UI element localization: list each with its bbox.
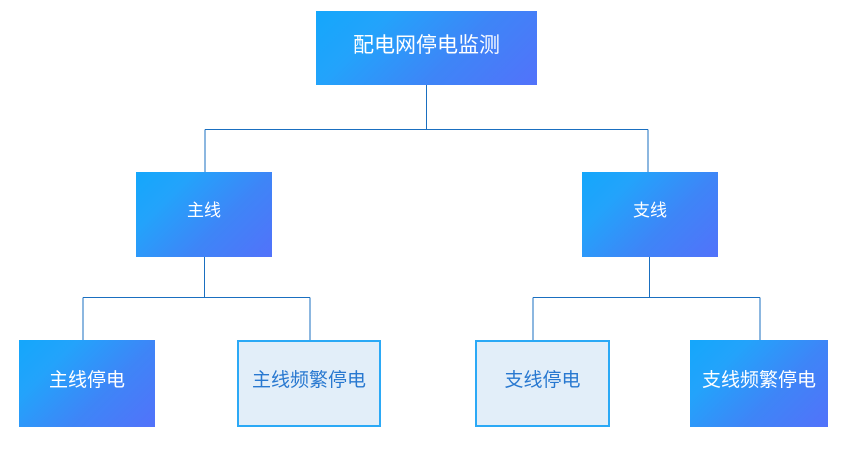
node-branch-frequent-outage[interactable]: 支线频繁停电 [690,340,828,427]
node-main-outage[interactable]: 主线停电 [19,340,155,427]
node-main-line-label: 主线 [187,200,221,221]
node-branch-outage-label: 支线停电 [504,368,581,391]
node-branch-outage[interactable]: 支线停电 [475,340,610,427]
node-branch-frequent-outage-label: 支线频繁停电 [701,368,816,391]
node-main-line[interactable]: 主线 [136,172,272,257]
node-branch-line[interactable]: 支线 [582,172,718,257]
node-branch-line-label: 支线 [633,200,667,221]
node-main-frequent-outage-label: 主线频繁停电 [251,368,366,391]
node-root-label: 配电网停电监测 [353,32,500,57]
node-root[interactable]: 配电网停电监测 [316,11,537,85]
node-main-outage-label: 主线停电 [48,368,125,391]
node-main-frequent-outage[interactable]: 主线频繁停电 [237,340,381,427]
